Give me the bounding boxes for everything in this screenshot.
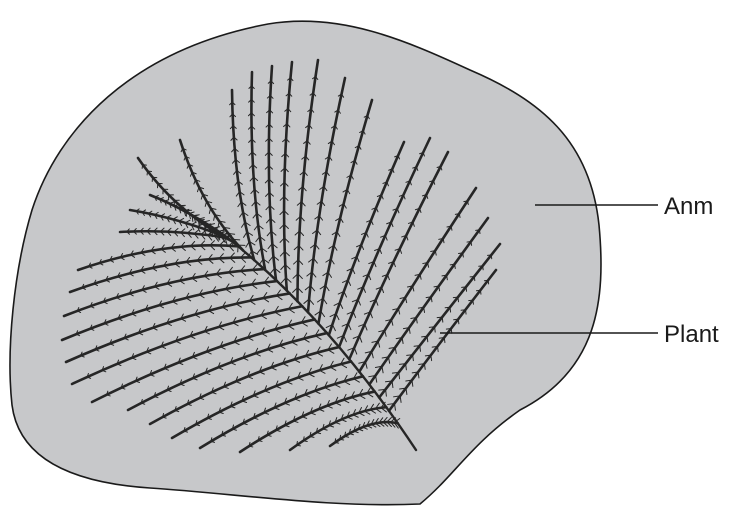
rock-label: Anm <box>664 193 713 220</box>
plant-label: Plant <box>664 321 719 348</box>
